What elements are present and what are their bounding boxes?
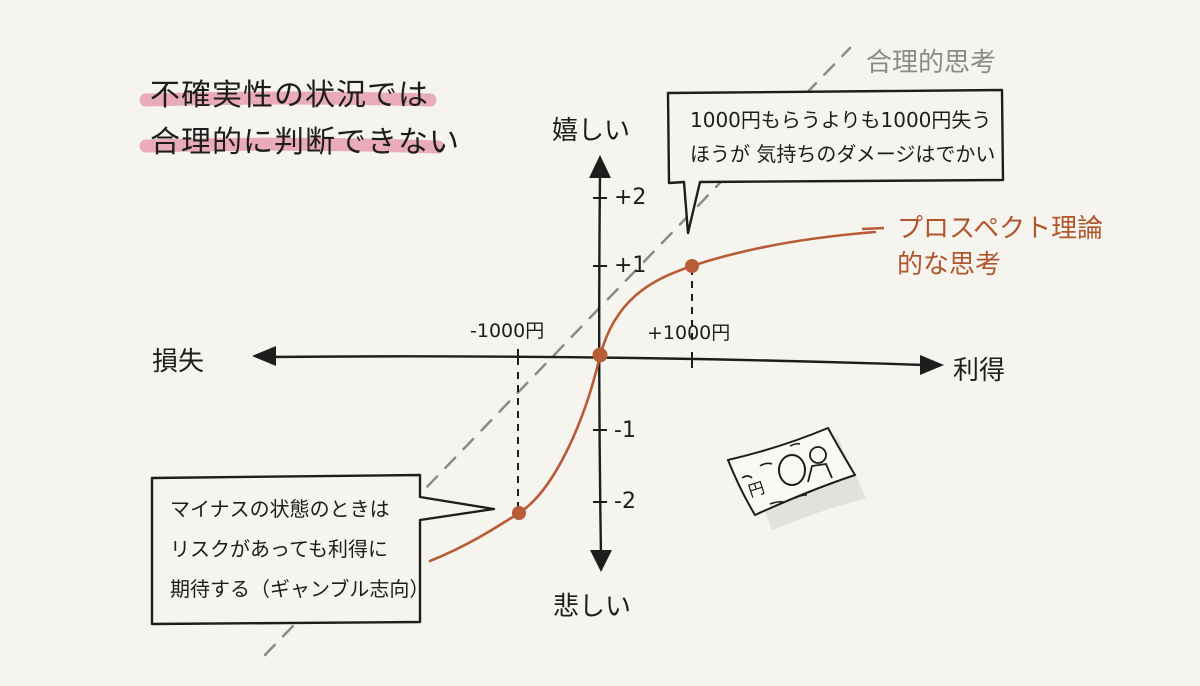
- loss-callout-line-1: マイナスの状態のときは: [170, 497, 390, 521]
- x-tick-label-plus1000: +1000円: [647, 322, 731, 344]
- gain-callout-line-2: ほうが 気持ちのダメージはでかい: [690, 142, 996, 166]
- prospect-label-line-2: 的な思考: [897, 250, 1002, 280]
- y-axis-positive-label: 嬉しい: [552, 116, 631, 146]
- point-origin: [592, 347, 608, 363]
- prospect-label-connector: [861, 226, 885, 231]
- title-highlight-2: [139, 137, 445, 154]
- y-axis: [598, 174, 603, 556]
- loss-callout-line-3: 期待する（ギャンブル志向）: [170, 577, 430, 601]
- point-loss-1000: [512, 506, 526, 520]
- x-axis-positive-label: 利得: [953, 356, 1006, 386]
- title-line-2: 合理的に判断できない: [150, 125, 460, 160]
- x-tick-label-minus1000: -1000円: [470, 320, 545, 342]
- y-axis-arrow-up: [589, 155, 611, 178]
- y-tick-label-minus2: -2: [614, 489, 636, 514]
- title-line-1: 不確実性の状況では: [150, 78, 429, 113]
- y-tick-label-plus1: +1: [614, 253, 647, 278]
- x-axis-arrow-right: [920, 355, 944, 375]
- gain-callout-bubble: [666, 88, 1005, 235]
- title-highlight-1: [139, 91, 437, 107]
- x-axis-negative-label: 損失: [152, 347, 205, 377]
- loss-callout-line-2: リスクがあっても利得に: [170, 537, 388, 561]
- prospect-label-line-1: プロスペクト理論: [897, 214, 1104, 244]
- banknote-illustration: [726, 426, 866, 530]
- y-tick-label-plus2: +2: [614, 185, 647, 210]
- loss-callout-bubble: [150, 473, 496, 626]
- y-tick-label-minus1: -1: [614, 418, 636, 443]
- point-gain-1000: [685, 259, 699, 273]
- y-axis-negative-label: 悲しい: [553, 592, 632, 622]
- y-axis-arrow-down: [590, 550, 612, 572]
- x-axis-arrow-left: [252, 346, 276, 366]
- gain-callout-line-1: 1000円もらうよりも1000円失う: [690, 108, 992, 132]
- rational-line-label: 合理的思考: [866, 48, 997, 78]
